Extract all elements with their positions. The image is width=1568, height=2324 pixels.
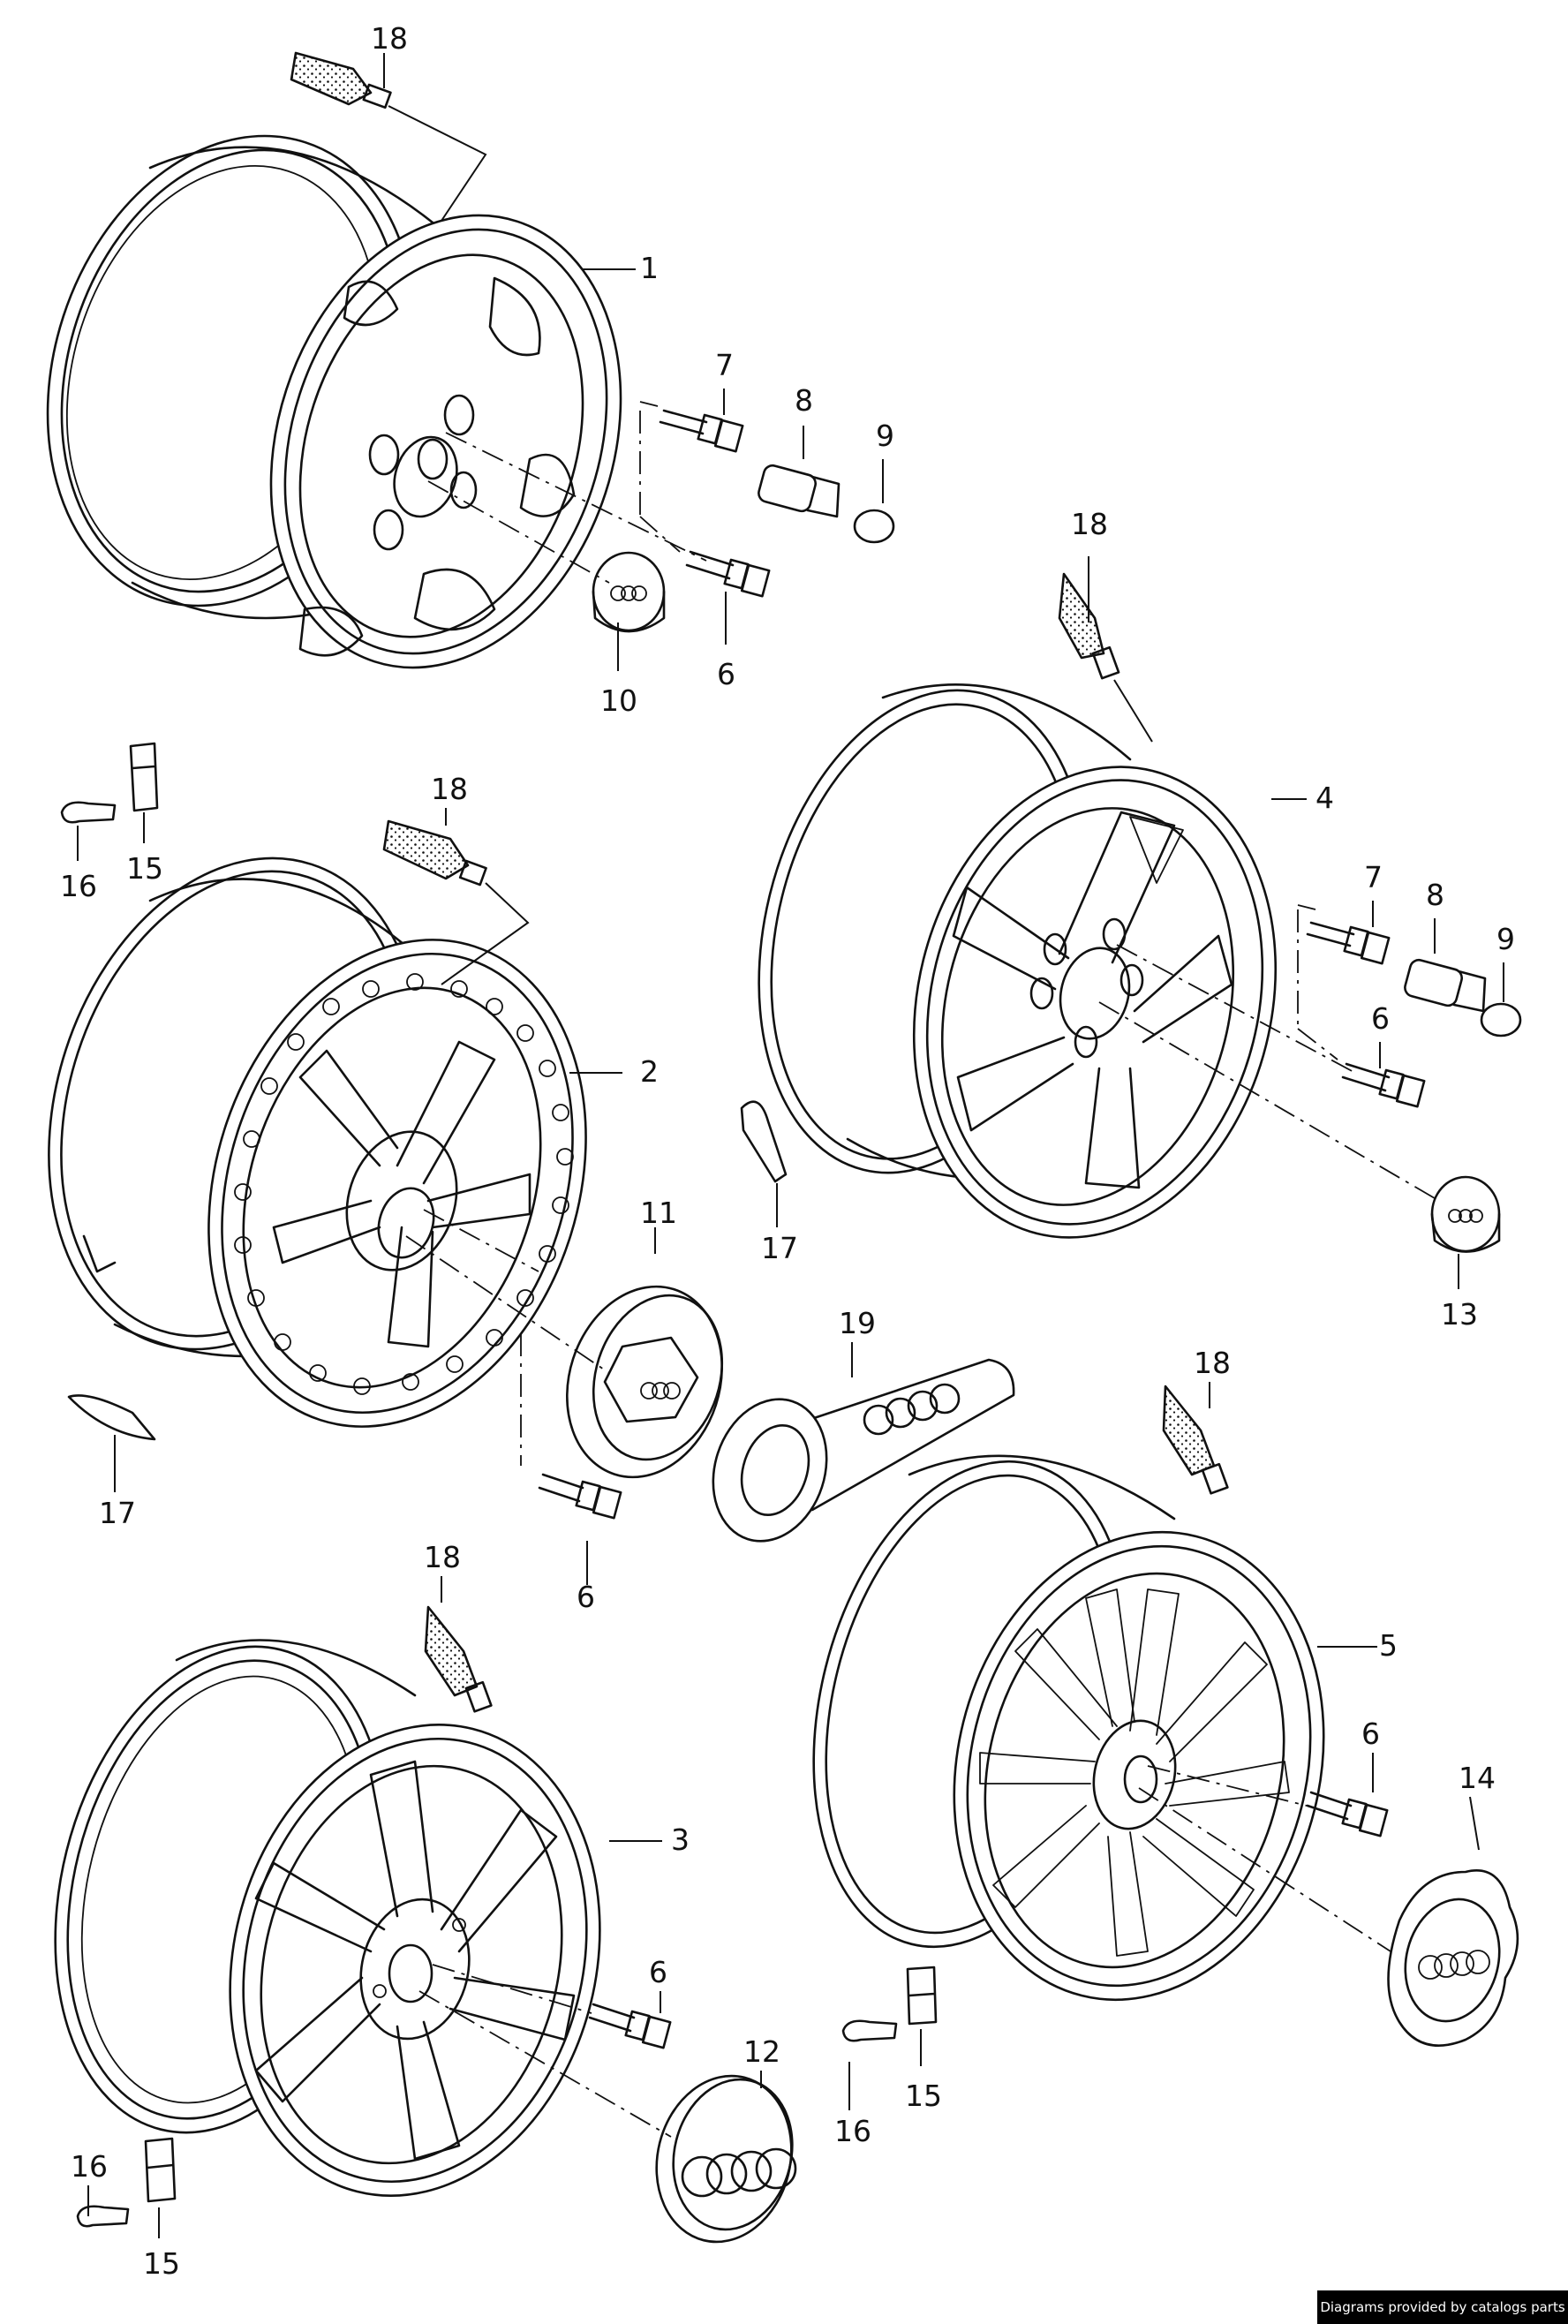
wheel-rim-3 [54, 1639, 601, 2197]
valve-18-wheel3 [424, 1605, 493, 1713]
balance-clip-16-b [841, 2019, 898, 2042]
callout-6-d: 6 [1361, 1717, 1380, 1751]
callout-11: 11 [640, 1196, 677, 1230]
hub-cap-10 [592, 551, 666, 633]
callout-18-c: 18 [431, 772, 468, 806]
cap-9-top [853, 509, 895, 544]
callout-16-c: 16 [71, 2149, 108, 2184]
callout-labels: 18 1 7 8 9 6 10 18 4 7 8 9 6 13 16 15 18… [60, 21, 1515, 2281]
cap-9-right [1480, 1002, 1522, 1038]
callout-7-a: 7 [715, 348, 734, 382]
balance-weight-15-c [144, 2137, 177, 2203]
callout-13: 13 [1441, 1297, 1478, 1332]
bolt-6-wheel3 [588, 2003, 672, 2049]
balance-weight-15-b [906, 1966, 938, 2026]
callout-17-b: 17 [99, 1496, 136, 1530]
callout-6-a: 6 [717, 657, 735, 691]
callout-16-b: 16 [834, 2114, 871, 2148]
callout-10: 10 [600, 683, 637, 718]
valve-18-wheel2 [382, 819, 487, 887]
callout-18-e: 18 [424, 1540, 461, 1574]
hub-cap-14 [1387, 1869, 1519, 2047]
callout-15-c: 15 [143, 2246, 180, 2281]
assembly-axes [405, 401, 1440, 2138]
rim-rivets [234, 973, 574, 1395]
callout-16-a: 16 [60, 869, 97, 903]
callout-17-a: 17 [761, 1231, 798, 1265]
valve-18-wheel5 [1162, 1385, 1229, 1495]
wheel-rim-5 [812, 1454, 1325, 2002]
lock-8-top [758, 464, 841, 518]
callout-6-c: 6 [577, 1580, 595, 1614]
bolt-6-top [685, 550, 771, 598]
bolt-6-right [1341, 1062, 1426, 1108]
callout-12: 12 [743, 2034, 780, 2069]
leader-lines [77, 53, 1504, 2238]
bolt-6-wheel5 [1306, 1791, 1389, 1837]
wheel-rim-1 [46, 134, 622, 669]
callout-7-b: 7 [1364, 860, 1383, 894]
callout-18-a: 18 [371, 21, 408, 56]
callout-15-a: 15 [126, 851, 163, 886]
callout-6-e: 6 [649, 1955, 667, 1989]
callout-5: 5 [1379, 1628, 1398, 1663]
hub-cap-12 [655, 2074, 797, 2244]
bolt-7-top [659, 409, 744, 453]
cap-removal-wrench-19 [712, 1358, 1015, 1543]
callout-14: 14 [1459, 1761, 1496, 1795]
multi-spokes [979, 1588, 1290, 1957]
credit-banner: Diagrams provided by catalogs parts [1317, 2290, 1568, 2324]
adhesive-weight-17-a [740, 1100, 788, 1183]
wheel-rim-2 [48, 856, 587, 1428]
callout-3: 3 [671, 1822, 690, 1857]
valve-18-wheel4 [1058, 572, 1120, 680]
adhesive-weight-17-b [67, 1394, 156, 1441]
callout-4: 4 [1315, 781, 1334, 815]
callout-8-b: 8 [1426, 878, 1444, 912]
callout-9-b: 9 [1496, 922, 1515, 956]
valve-18-top [290, 51, 392, 109]
callout-9-a: 9 [876, 419, 894, 453]
callout-18-b: 18 [1071, 507, 1108, 541]
lock-8-right [1404, 958, 1487, 1013]
balance-clip-16-c [76, 2205, 130, 2228]
callout-18-d: 18 [1194, 1346, 1231, 1380]
callout-2: 2 [640, 1054, 659, 1089]
callout-1: 1 [640, 251, 659, 285]
callout-19: 19 [839, 1306, 876, 1340]
hub-cap-11 [566, 1285, 724, 1479]
callout-8-a: 8 [795, 383, 813, 418]
callout-15-b: 15 [905, 2079, 942, 2113]
balance-weight-15-a [129, 742, 159, 812]
callout-6-b: 6 [1371, 1001, 1390, 1036]
hub-cap-13 [1430, 1175, 1501, 1253]
balance-clip-16-a [60, 801, 117, 824]
bolt-7-right [1306, 921, 1391, 965]
wheel-rim-4 [758, 683, 1278, 1239]
bolt-6-middle [538, 1473, 622, 1520]
